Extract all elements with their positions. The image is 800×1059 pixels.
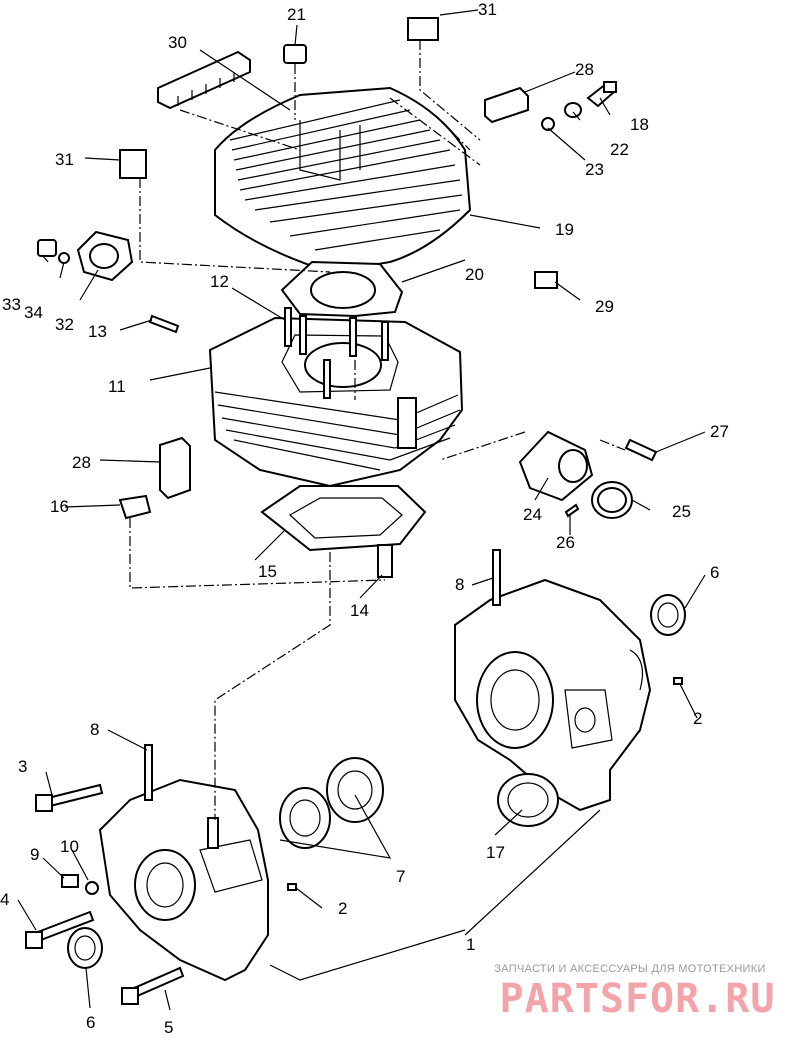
callout-19: 19 bbox=[555, 220, 574, 239]
callout-23: 23 bbox=[585, 160, 604, 179]
washer bbox=[564, 102, 582, 118]
rubber-block-right bbox=[484, 86, 529, 124]
bolt-27 bbox=[624, 438, 658, 462]
base-gasket bbox=[260, 485, 427, 552]
callout-28-top: 28 bbox=[575, 60, 594, 79]
callout-12: 12 bbox=[210, 272, 229, 291]
rubber-block-long bbox=[157, 50, 251, 110]
callout-31-left: 31 bbox=[55, 150, 74, 169]
spark-plug bbox=[586, 81, 617, 108]
crankcase-left bbox=[98, 778, 269, 982]
pin-2-right bbox=[673, 677, 683, 685]
stud-vertical bbox=[207, 817, 219, 849]
callout-28-lower: 28 bbox=[72, 453, 91, 472]
rubber-block-left bbox=[119, 149, 147, 179]
callout-17: 17 bbox=[486, 843, 505, 862]
watermark-tagline: ЗАПЧАСТИ И АКСЕССУАРЫ ДЛЯ МОТОТЕХНИКИ bbox=[494, 963, 766, 975]
callout-9: 9 bbox=[30, 845, 39, 864]
callout-18: 18 bbox=[630, 115, 649, 134]
leader-lines bbox=[17, 9, 706, 1011]
exhaust-gasket bbox=[76, 230, 134, 282]
callout-20: 20 bbox=[465, 265, 484, 284]
callout-14: 14 bbox=[350, 601, 369, 620]
callout-2-left: 2 bbox=[338, 899, 347, 918]
rubber-block-top bbox=[407, 17, 439, 41]
callout-10: 10 bbox=[60, 837, 79, 856]
bolt-9 bbox=[61, 874, 79, 888]
cap-29 bbox=[534, 271, 558, 289]
bearings-7 bbox=[279, 757, 384, 849]
nut-16 bbox=[118, 494, 152, 520]
washer-34 bbox=[58, 252, 70, 264]
watermark-brand: PARTSFOR.RU bbox=[499, 976, 776, 1022]
callout-7: 7 bbox=[396, 867, 405, 886]
crankcase-right bbox=[454, 578, 652, 812]
cylinder bbox=[208, 316, 464, 488]
callout-4: 4 bbox=[0, 890, 9, 909]
nut-33 bbox=[37, 239, 57, 257]
intake-clamp bbox=[591, 481, 633, 519]
callout-22: 22 bbox=[610, 140, 629, 159]
oil-seal-6-left bbox=[67, 927, 103, 969]
bolt-3 bbox=[35, 783, 104, 812]
callout-16: 16 bbox=[50, 497, 69, 516]
callout-15: 15 bbox=[258, 562, 277, 581]
callout-1: 1 bbox=[466, 935, 475, 954]
cap-nut bbox=[283, 44, 307, 64]
stud-8-left bbox=[144, 744, 153, 801]
callout-32: 32 bbox=[55, 315, 74, 334]
callout-8-right: 8 bbox=[455, 575, 464, 594]
callout-6-left: 6 bbox=[86, 1013, 95, 1032]
callout-8-left: 8 bbox=[90, 720, 99, 739]
stud-13 bbox=[148, 314, 180, 334]
callout-11: 11 bbox=[108, 377, 126, 396]
callout-30: 30 bbox=[168, 33, 187, 52]
bolt-4 bbox=[25, 910, 95, 949]
callout-26: 26 bbox=[556, 533, 575, 552]
callout-labels: 21 31 30 28 18 22 23 31 19 20 12 29 33 3… bbox=[0, 0, 729, 1037]
head-gasket bbox=[280, 260, 404, 318]
cylinder-head bbox=[214, 86, 472, 274]
bolt-5 bbox=[121, 966, 185, 1005]
callout-13: 13 bbox=[88, 322, 107, 341]
oil-seal-6-right bbox=[650, 594, 686, 636]
pin-2-left bbox=[287, 883, 297, 891]
gasket-17 bbox=[497, 773, 559, 827]
screw-26 bbox=[564, 503, 580, 518]
callout-27: 27 bbox=[710, 422, 729, 441]
callout-24: 24 bbox=[523, 505, 542, 524]
washer-10 bbox=[85, 881, 99, 895]
intake-manifold bbox=[518, 430, 594, 502]
nut-small bbox=[541, 117, 555, 131]
callout-5: 5 bbox=[164, 1018, 173, 1037]
callout-25: 25 bbox=[672, 502, 691, 521]
cylinder-studs bbox=[284, 307, 389, 399]
stud-8-right bbox=[492, 549, 501, 606]
callout-3: 3 bbox=[18, 757, 27, 776]
callout-2-right: 2 bbox=[693, 709, 702, 728]
callout-33: 33 bbox=[2, 295, 21, 314]
rubber-block-lower bbox=[159, 436, 191, 500]
callout-34: 34 bbox=[24, 303, 43, 322]
callout-6-right: 6 bbox=[710, 563, 719, 582]
fitting-14 bbox=[377, 544, 393, 578]
callout-31-top: 31 bbox=[478, 0, 497, 19]
callout-21: 21 bbox=[287, 5, 306, 24]
callout-29: 29 bbox=[595, 297, 614, 316]
